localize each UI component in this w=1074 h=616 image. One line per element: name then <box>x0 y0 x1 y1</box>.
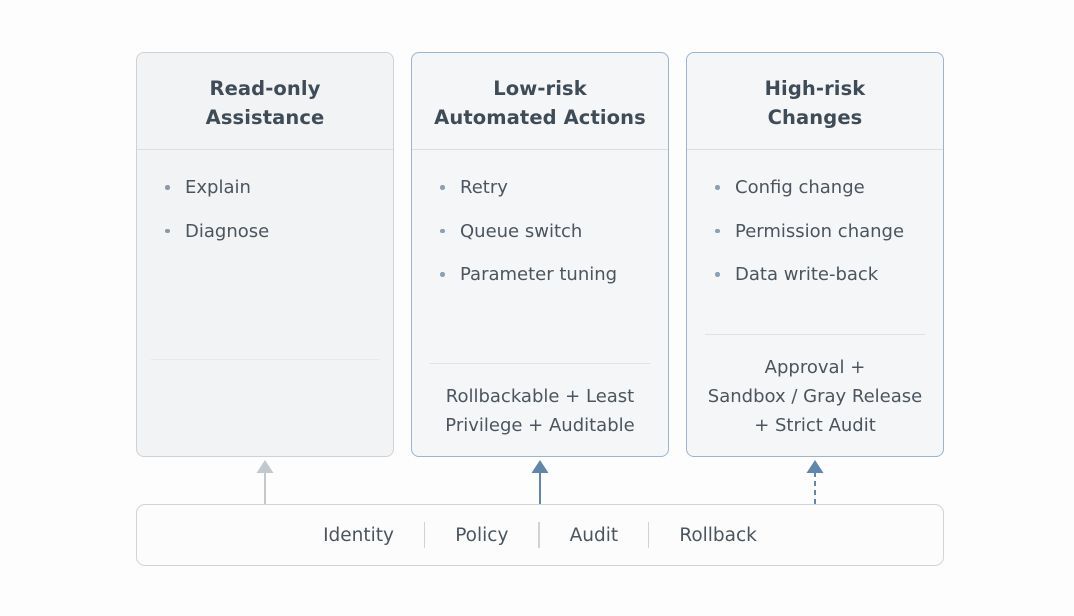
card-footer-divider <box>705 333 925 335</box>
card-footer-line-3: + Strict Audit <box>754 414 876 436</box>
list-item-label: Data write-back <box>735 264 879 286</box>
card-title-line-2: Changes <box>767 105 863 129</box>
bar-separator <box>648 522 650 548</box>
card-footer-line-1: Rollbackable + Least <box>445 385 635 407</box>
card-title-high-risk-changes: High-risk Changes <box>687 53 943 149</box>
card-high-risk-changes[interactable]: High-risk Changes Config change Permissi… <box>686 52 944 457</box>
list-item-label: Explain <box>185 177 251 199</box>
card-footer-divider <box>430 362 650 364</box>
card-footer-read-only-assistance <box>137 360 393 456</box>
bar-item-audit[interactable]: Audit <box>569 524 619 546</box>
bullet-list-high-risk-changes: Config change Permission change Data wri… <box>713 176 929 286</box>
card-footer-low-risk-automated-actions: Rollbackable + Least Privilege + Auditab… <box>412 364 668 456</box>
card-title-line-1: High-risk <box>764 77 866 100</box>
list-item-label: Diagnose <box>185 220 270 242</box>
card-header-divider <box>687 149 943 151</box>
list-item-label: Retry <box>460 177 508 199</box>
bullet-dot-icon <box>165 228 170 234</box>
bar-separator <box>424 522 426 548</box>
card-low-risk-automated-actions[interactable]: Low-risk Automated Actions Retry Queue s… <box>411 52 669 457</box>
bullet-list-low-risk-automated-actions: Retry Queue switch Parameter tuning <box>438 176 654 286</box>
card-title-line-1: Low-risk <box>493 77 587 100</box>
list-item: Diagnose <box>163 220 379 243</box>
list-item: Parameter tuning <box>438 263 654 286</box>
list-item: Config change <box>713 176 929 199</box>
bullet-dot-icon <box>715 228 720 234</box>
list-item: Queue switch <box>438 220 654 243</box>
card-header-divider <box>412 149 668 151</box>
list-item-label: Permission change <box>735 220 905 242</box>
card-title-line-2: Automated Actions <box>434 105 646 129</box>
bullet-dot-icon <box>440 272 445 277</box>
bullet-dot-icon <box>715 272 720 277</box>
bullet-dot-icon <box>715 185 720 190</box>
bullet-dot-icon <box>165 185 170 190</box>
list-item: Permission change <box>713 220 929 243</box>
card-footer-line-2: Privilege + Auditable <box>445 414 635 436</box>
card-body-low-risk-automated-actions: Retry Queue switch Parameter tuning <box>412 150 668 362</box>
arrow-read-only-icon <box>256 460 274 504</box>
bar-item-policy[interactable]: Policy <box>455 524 509 546</box>
list-item-label: Config change <box>735 177 865 199</box>
bullet-dot-icon <box>440 185 445 190</box>
card-title-line-2: Assistance <box>205 105 325 129</box>
list-item: Retry <box>438 176 654 199</box>
bullet-dot-icon <box>440 228 445 234</box>
arrow-low-risk-icon <box>531 460 549 504</box>
card-read-only-assistance[interactable]: Read-only Assistance Explain Diagnose <box>136 52 394 457</box>
card-footer-divider <box>151 359 379 360</box>
card-header-divider <box>137 149 393 151</box>
card-body-read-only-assistance: Explain Diagnose <box>137 150 393 359</box>
card-title-read-only-assistance: Read-only Assistance <box>137 53 393 149</box>
list-item: Explain <box>163 176 379 199</box>
list-item-label: Queue switch <box>460 220 583 242</box>
bar-separator <box>538 522 540 548</box>
list-item: Data write-back <box>713 263 929 286</box>
card-body-high-risk-changes: Config change Permission change Data wri… <box>687 150 943 333</box>
bar-item-identity[interactable]: Identity <box>323 524 394 546</box>
card-title-low-risk-automated-actions: Low-risk Automated Actions <box>412 53 668 149</box>
card-footer-high-risk-changes: Approval + Sandbox / Gray Release + Stri… <box>687 335 943 456</box>
card-footer-line-1: Approval + <box>764 356 866 378</box>
bar-item-rollback[interactable]: Rollback <box>679 524 757 546</box>
arrow-high-risk-icon <box>806 460 824 504</box>
foundation-bar[interactable]: Identity Policy Audit Rollback <box>136 504 944 566</box>
card-footer-line-2: Sandbox / Gray Release <box>707 385 923 407</box>
bullet-list-read-only-assistance: Explain Diagnose <box>163 176 379 243</box>
list-item-label: Parameter tuning <box>460 264 618 286</box>
card-title-line-1: Read-only <box>209 77 321 100</box>
